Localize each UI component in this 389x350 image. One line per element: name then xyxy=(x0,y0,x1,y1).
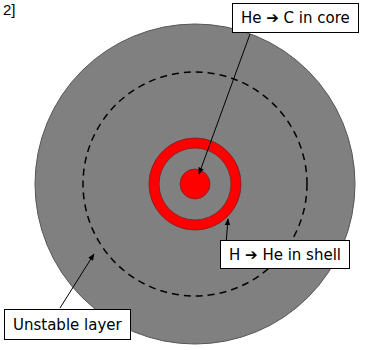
callout-text: H ➔ He in shell xyxy=(229,246,341,264)
helium-core xyxy=(180,169,210,199)
callout-text: He ➔ C in core xyxy=(241,9,350,27)
shell-edge xyxy=(149,138,241,230)
leader-line xyxy=(199,34,250,174)
reference-number: 2] xyxy=(3,1,16,18)
hydrogen-shell xyxy=(154,143,236,225)
callout-box: He ➔ C in core xyxy=(232,3,359,33)
callout-text: Unstable layer xyxy=(13,316,122,334)
shell-edge xyxy=(159,148,231,220)
star-envelope xyxy=(35,24,355,344)
callout-box: H ➔ He in shell xyxy=(220,240,350,269)
callout-box: Unstable layer xyxy=(4,309,131,340)
leader-line xyxy=(60,254,94,308)
